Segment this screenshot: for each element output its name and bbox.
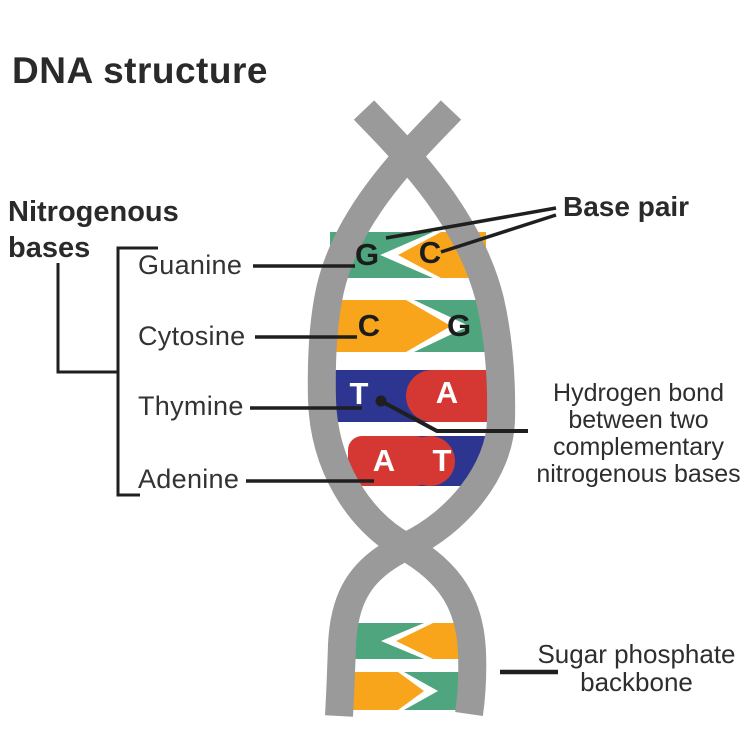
bottom-pair-row-1 xyxy=(348,623,466,659)
base-letter-t1: T xyxy=(349,376,369,411)
base-letter-a2: A xyxy=(372,443,396,478)
pair-row-T-A xyxy=(330,370,492,422)
hydrogen-bond-label: Hydrogen bond between two complementary … xyxy=(536,379,741,488)
strand-left xyxy=(307,100,487,716)
hydrogen-bond-line xyxy=(380,399,528,433)
guanine-label: Guanine xyxy=(138,250,243,280)
base-pair-label: Base pair xyxy=(563,191,690,222)
bottom-pair-row-2 xyxy=(350,672,470,710)
hydrogen-bond-dot xyxy=(375,395,387,407)
base-letter-g1: G xyxy=(354,237,380,272)
base-letter-a1: A xyxy=(435,375,459,410)
sugar-backbone-label: Sugar phosphate backbone xyxy=(537,639,736,697)
page-title: DNA structure xyxy=(12,50,268,91)
nitrogenous-bases-label: Nitrogenous bases xyxy=(8,196,179,265)
base-pair-line-1 xyxy=(385,206,557,240)
bases-bracket xyxy=(56,246,158,497)
pair-row-C-G xyxy=(334,300,488,352)
thymine-label: Thymine xyxy=(138,391,244,421)
base-letter-t2: T xyxy=(432,443,452,478)
base-letter-g2: G xyxy=(446,308,472,343)
adenine-label: Adenine xyxy=(138,464,240,494)
cytosine-label: Cytosine xyxy=(138,321,246,351)
base-pair-line-2 xyxy=(440,213,557,254)
base-letter-c1: C xyxy=(418,235,442,270)
annotation-lines xyxy=(56,206,558,675)
base-letter-c2: C xyxy=(357,308,381,343)
